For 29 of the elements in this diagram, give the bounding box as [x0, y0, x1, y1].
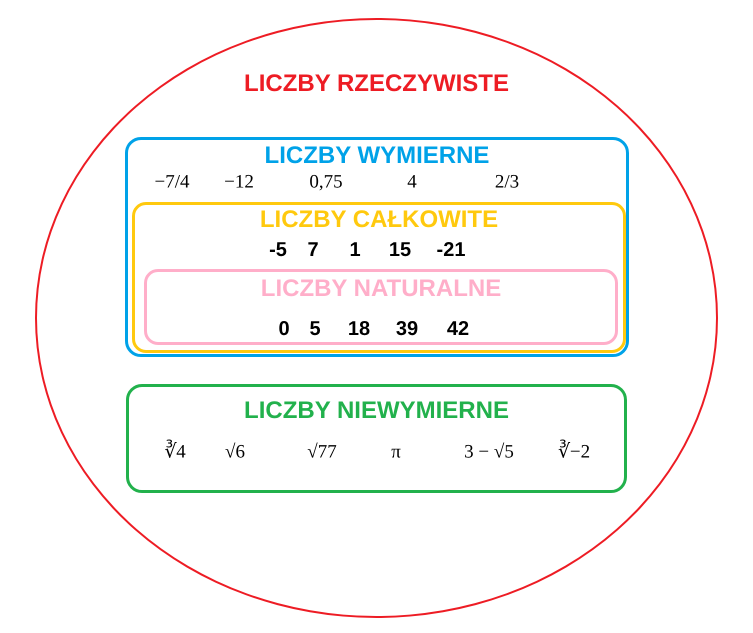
number-example: −7/4 — [154, 172, 190, 194]
number-example: 2/3 — [494, 172, 520, 194]
rounded-region — [125, 137, 629, 357]
number-example: -5 — [269, 239, 287, 261]
rounded-region — [144, 269, 618, 345]
set-heading: LICZBY CAŁKOWITE — [260, 206, 498, 234]
number-example: 7 — [307, 239, 319, 261]
number-example: √6 — [225, 442, 245, 464]
number-example: 39 — [396, 318, 418, 340]
set-heading: LICZBY WYMIERNE — [264, 142, 490, 170]
rounded-region — [126, 384, 627, 493]
number-example: 3 − √5 — [464, 442, 514, 464]
number-example: 0,75 — [309, 172, 343, 194]
number-example: 1 — [349, 239, 361, 261]
number-example: −12 — [224, 172, 254, 194]
rounded-region — [132, 202, 626, 353]
number-example: -21 — [436, 239, 466, 261]
number-example: √77 — [307, 442, 337, 464]
number-example: 15 — [388, 239, 412, 261]
number-example: 0 — [278, 318, 290, 340]
number-example: 18 — [348, 318, 370, 340]
number-example: 42 — [446, 318, 470, 340]
ellipse-region — [35, 18, 718, 618]
number-example: 5 — [309, 318, 321, 340]
number-example: 4 — [407, 172, 417, 194]
set-heading: LICZBY NATURALNE — [260, 276, 502, 302]
set-heading: LICZBY RZECZYWISTE — [244, 70, 509, 98]
set-heading: LICZBY NIEWYMIERNE — [244, 398, 509, 424]
number-example: π — [391, 442, 401, 464]
